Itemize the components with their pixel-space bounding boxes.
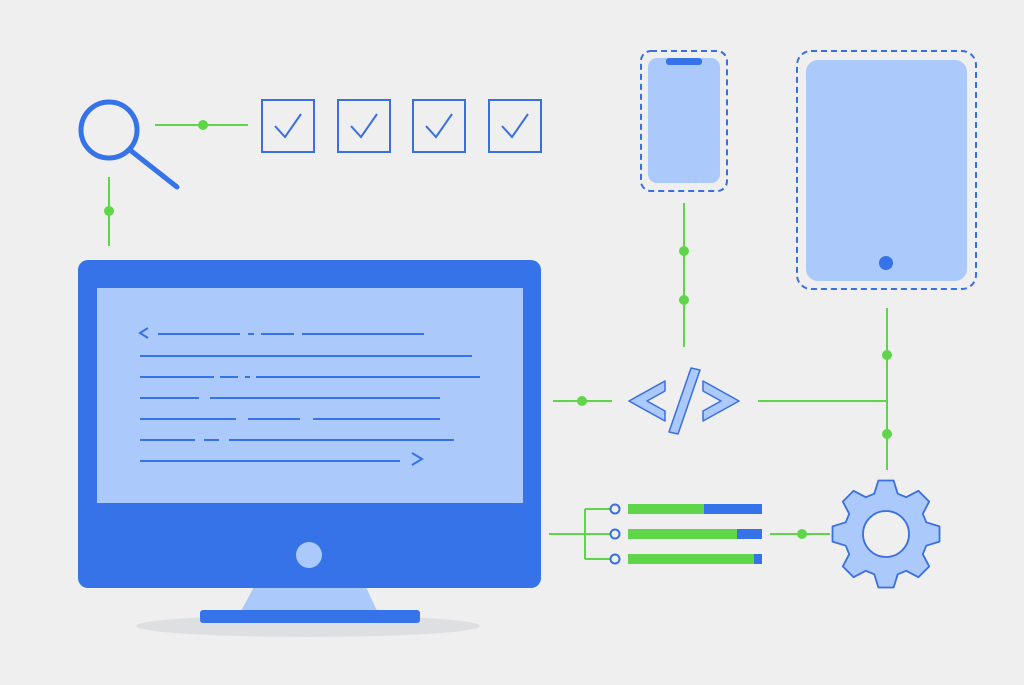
checkbox-checked-icon [488, 99, 542, 153]
monitor-base [200, 610, 420, 623]
progress-bars-icon [609, 503, 762, 565]
progress-bar-bullet [609, 553, 621, 565]
monitor-screen [97, 288, 523, 503]
smartphone-icon [640, 50, 728, 192]
magnifier-icon [78, 99, 180, 190]
connector-dot [104, 206, 114, 216]
connector-dot [882, 350, 892, 360]
progress-bar-fill [628, 554, 754, 564]
monitor-stand [240, 585, 378, 613]
code-lines [138, 327, 480, 466]
tablet-home-button [879, 256, 893, 270]
desktop-monitor-icon [78, 260, 541, 637]
code-open-angle [138, 327, 149, 339]
gear-icon [831, 479, 941, 589]
connector-dot [679, 246, 689, 256]
connector-dot [882, 429, 892, 439]
gear-hole [862, 510, 910, 558]
code-brackets-icon [628, 367, 740, 435]
progress-bar-bullet [609, 503, 621, 515]
connector-dots [104, 120, 892, 539]
progress-bar-bullet [609, 528, 621, 540]
checklist [261, 99, 542, 153]
phone-notch [666, 58, 702, 65]
connector-dot [577, 396, 587, 406]
connector-dot [797, 529, 807, 539]
tablet-icon [796, 50, 977, 290]
progress-bar-fill [628, 529, 737, 539]
connector-lines [108, 124, 888, 560]
code-close-angle [411, 452, 424, 466]
checkbox-checked-icon [261, 99, 315, 153]
checkbox-checked-icon [337, 99, 391, 153]
connector-dot [679, 295, 689, 305]
connector-dot [198, 120, 208, 130]
checkbox-checked-icon [412, 99, 466, 153]
monitor-power-button [296, 542, 322, 568]
progress-bar-fill [628, 504, 704, 514]
